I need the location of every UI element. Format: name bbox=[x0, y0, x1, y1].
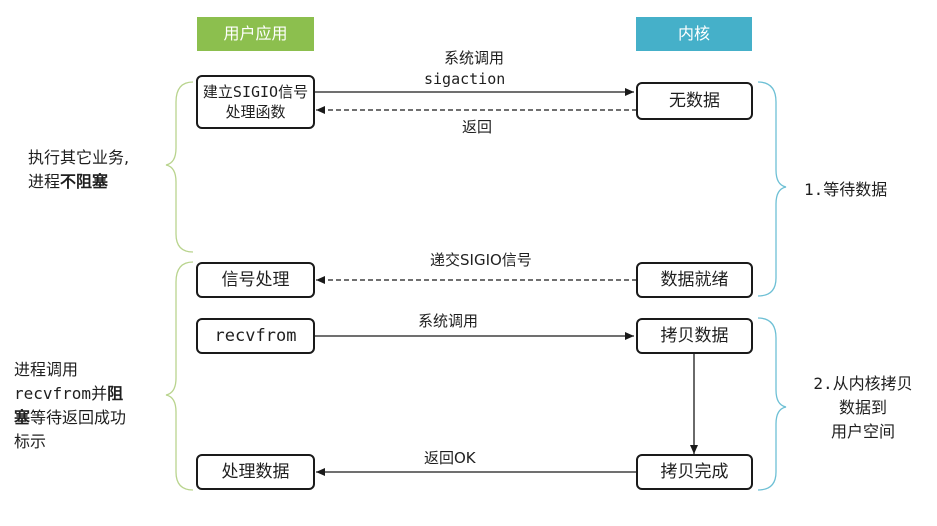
note-nonblocking-line1: 执行其它业务, bbox=[28, 148, 130, 167]
node-data-ready: 数据就绪 bbox=[636, 262, 753, 298]
node-copy-data: 拷贝数据 bbox=[636, 318, 753, 354]
label-deliver-sigio: 递交SIGIO信号 bbox=[430, 251, 532, 269]
node-setup-sigio-handler: 建立SIGIO信号处理函数 bbox=[196, 75, 315, 129]
node-recvfrom: recvfrom bbox=[196, 318, 315, 354]
note-stage2-line2: 数据到 bbox=[838, 398, 887, 417]
left-brace-nonblocking bbox=[165, 81, 194, 253]
note-blocking-emphasis-2: 塞 bbox=[14, 408, 31, 427]
note-blocking: 进程调用 recvfrom并阻 塞等待返回成功 标示 bbox=[14, 358, 126, 454]
label-sigaction: sigaction bbox=[424, 70, 506, 88]
node-copy-done: 拷贝完成 bbox=[636, 454, 753, 490]
user-app-header: 用户应用 bbox=[197, 17, 314, 51]
note-nonblocking-line2a: 进程 bbox=[28, 172, 61, 191]
right-brace-copy-data bbox=[757, 317, 787, 491]
node-no-data: 无数据 bbox=[636, 82, 753, 120]
note-blocking-and: 并 bbox=[91, 384, 108, 403]
note-blocking-line3: 等待返回成功 bbox=[30, 408, 127, 427]
note-blocking-emphasis-1: 阻 bbox=[107, 384, 124, 403]
label-syscall-1: 系统调用 bbox=[444, 49, 505, 67]
note-stage1-text: 1.等待数据 bbox=[804, 180, 888, 199]
note-nonblocking-emphasis: 不阻塞 bbox=[60, 172, 109, 191]
left-brace-blocking bbox=[165, 261, 194, 491]
note-stage2-line3: 用户空间 bbox=[830, 422, 895, 441]
node-signal-handler: 信号处理 bbox=[196, 262, 315, 298]
note-blocking-recvfrom: recvfrom bbox=[14, 384, 92, 403]
note-stage2-line1: 2.从内核拷贝 bbox=[813, 374, 913, 393]
node-process-data: 处理数据 bbox=[196, 454, 315, 490]
kernel-header: 内核 bbox=[636, 17, 752, 51]
label-syscall-2: 系统调用 bbox=[418, 312, 479, 330]
label-return: 返回 bbox=[462, 118, 493, 136]
note-non-blocking: 执行其它业务, 进程不阻塞 bbox=[28, 146, 129, 194]
label-return-ok: 返回OK bbox=[424, 449, 476, 467]
note-stage-copy-data: 2.从内核拷贝 数据到 用户空间 bbox=[804, 372, 922, 444]
note-stage-wait-data: 1.等待数据 bbox=[804, 178, 887, 202]
note-blocking-line4: 标示 bbox=[14, 432, 47, 451]
right-brace-wait-data bbox=[757, 81, 787, 297]
note-blocking-line1: 进程调用 bbox=[14, 360, 79, 379]
